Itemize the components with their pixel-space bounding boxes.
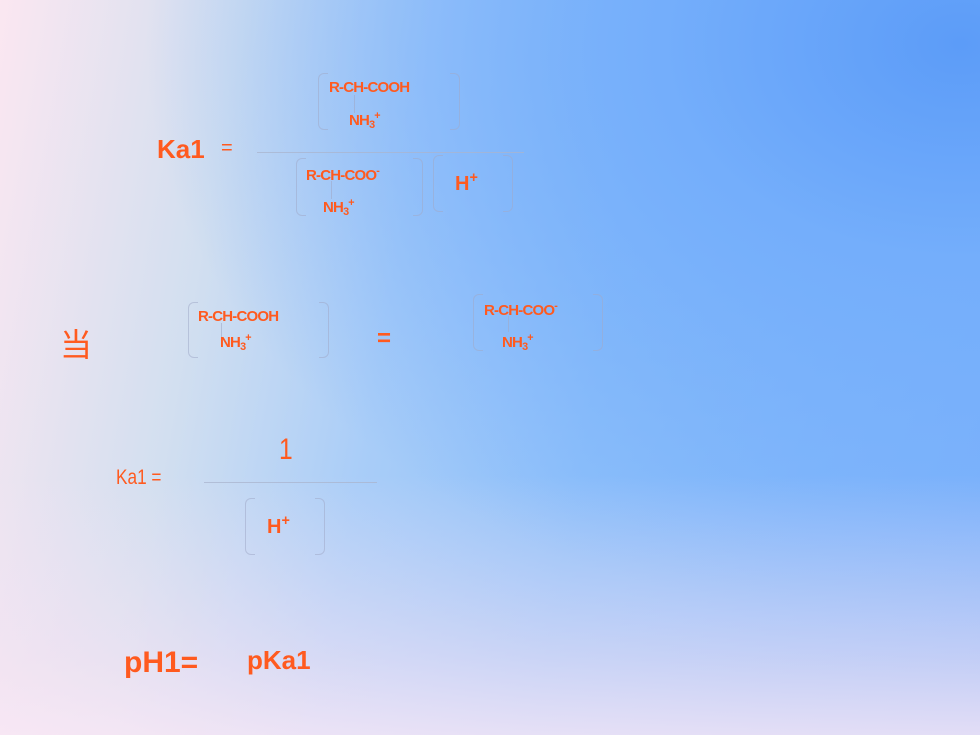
h-bracket-right-2 [315,498,325,555]
left-bracket-right [319,302,329,358]
h-bracket-left-2 [245,498,255,555]
left-nh3: NH3+ [220,332,252,354]
right-bracket-left [473,294,483,351]
left-bond-line [221,323,222,339]
num-bracket-left [318,73,328,130]
num-bracket-right [450,73,460,130]
num-nh3: NH3+ [349,110,381,132]
fraction-line-1 [257,152,524,153]
den-bracket-right [413,158,423,216]
h-bracket-left [433,155,443,212]
ph1-equals: pH1= [124,646,199,679]
left-bracket-left [188,302,198,358]
h-plus-2: H+ [267,513,290,538]
right-bond-line [508,316,509,332]
right-r-ch-coo: R-CH-COO- [484,300,558,319]
right-bracket-right [593,294,603,351]
den-bond-line [331,181,332,199]
numerator-one: 1 [279,433,293,466]
right-nh3: NH3+ [502,332,534,354]
den-bracket-left [296,158,306,216]
ka1-equals: = [221,137,233,159]
h-bracket-right [503,155,513,212]
den-nh3: NH3+ [323,197,355,219]
pka1: pKa1 [247,645,311,675]
dang-character: 当 [60,326,93,364]
ka1-label: Ka1 [157,134,205,164]
den-r-ch-coo: R-CH-COO- [306,165,380,184]
num-r-ch-cooh: R-CH-COOH [329,79,410,96]
num-bond-line [354,95,355,113]
fraction-line-3 [204,482,377,483]
left-r-ch-cooh: R-CH-COOH [198,308,279,325]
eq2-equals: = [377,325,392,352]
ka1-label-2: Ka1 = [116,466,162,489]
den-h-plus: H+ [455,170,478,195]
